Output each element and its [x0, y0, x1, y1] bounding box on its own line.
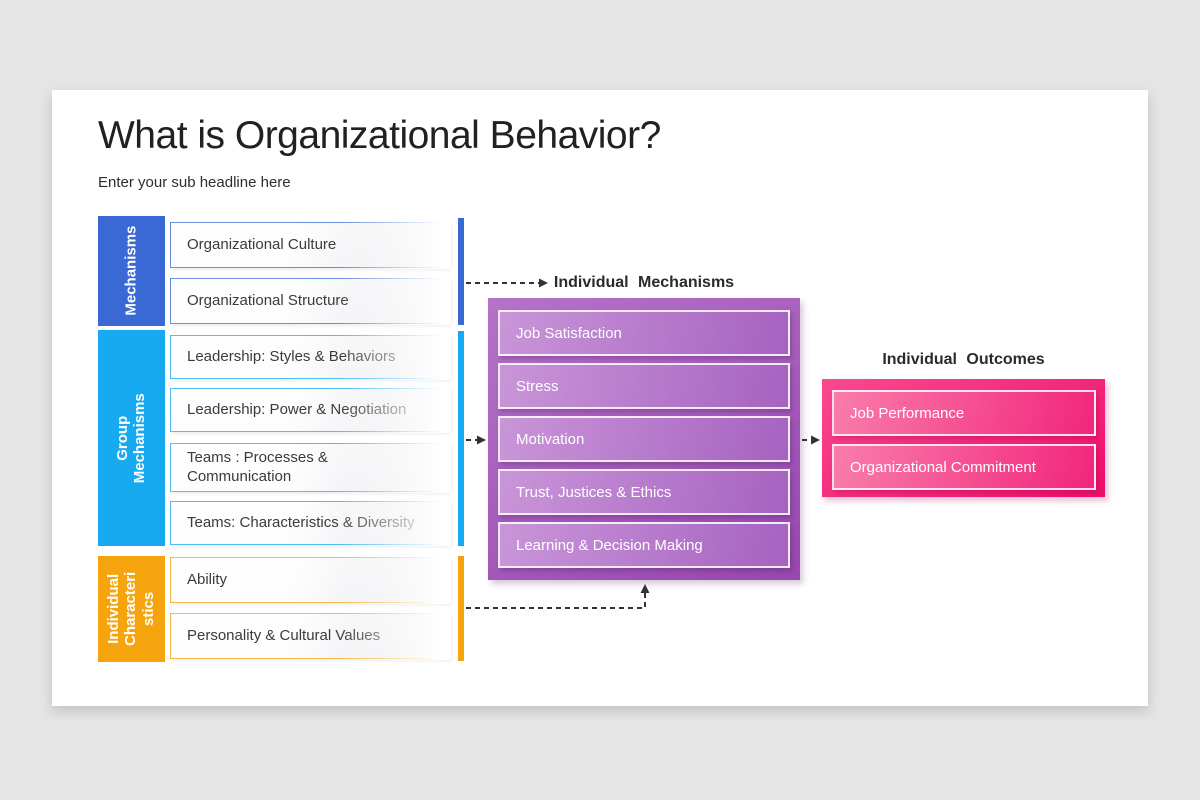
group-label-individual-characteristics: Individual Characteri stics [98, 556, 165, 662]
list-item: Stress [498, 363, 790, 409]
list-item-label: Personality & Cultural Values [187, 626, 381, 644]
list-item: Organizational Structure [169, 277, 451, 325]
individual-outcomes-header: Individual Outcomes [882, 351, 1045, 368]
group-label-group-mechanisms: Group Mechanisms [98, 330, 165, 546]
list-item-label: Leadership: Power & Negotiation [187, 400, 407, 418]
list-item: Job Satisfaction [498, 310, 790, 356]
page-title: What is Organizational Behavior? [98, 114, 661, 157]
slide-canvas: What is Organizational Behavior? Enter y… [52, 90, 1148, 706]
list-item: Personality & Cultural Values [169, 612, 451, 660]
list-item-label: Motivation [516, 430, 585, 448]
list-item: Job Performance [832, 390, 1096, 436]
list-item-label: Organizational Commitment [850, 458, 1036, 476]
list-item-label: Organizational Structure [187, 291, 349, 309]
group-label-mechanisms: Mechanisms [98, 216, 165, 326]
list-item-label: Stress [516, 377, 559, 395]
individual-mechanisms-panel: Job Satisfaction Stress Motivation Trust… [488, 298, 800, 580]
list-item: Leadership: Power & Negotiation [169, 387, 451, 433]
list-item: Trust, Justices & Ethics [498, 469, 790, 515]
page-subtitle: Enter your sub headline here [98, 174, 291, 191]
individual-mechanisms-header: Individual Mechanisms [553, 274, 735, 291]
list-item-label: Learning & Decision Making [516, 536, 703, 554]
list-item: Teams: Characteristics & Diversity [169, 500, 451, 546]
list-item: Leadership: Styles & Behaviors [169, 334, 451, 380]
group-label-individual-characteristics-text: Individual Characteri stics [105, 571, 158, 647]
list-item-label: Job Performance [850, 404, 965, 422]
list-item: Ability [169, 556, 451, 604]
list-item-label: Teams : Processes & Communication [187, 448, 328, 485]
mechanisms-accent-bar [458, 218, 464, 325]
group-label-group-mechanisms-text: Group Mechanisms [114, 392, 149, 484]
individual-characteristics-accent-bar [458, 556, 464, 661]
individual-outcomes-panel: Job Performance Organizational Commitmen… [822, 379, 1105, 497]
arrow-characteristics-to-purple [466, 584, 650, 609]
list-item: Learning & Decision Making [498, 522, 790, 568]
list-item-label: Leadership: Styles & Behaviors [187, 347, 396, 365]
list-item: Organizational Culture [169, 221, 451, 269]
group-label-mechanisms-text: Mechanisms [122, 225, 140, 317]
list-item-label: Trust, Justices & Ethics [516, 483, 672, 501]
list-item-label: Teams: Characteristics & Diversity [187, 513, 415, 531]
list-item-label: Organizational Culture [187, 235, 337, 253]
list-item: Organizational Commitment [832, 444, 1096, 490]
list-item: Motivation [498, 416, 790, 462]
list-item-label: Job Satisfaction [516, 324, 622, 342]
list-item-label: Ability [187, 570, 228, 588]
group-mechanisms-accent-bar [458, 331, 464, 546]
list-item: Teams : Processes & Communication [169, 442, 451, 493]
